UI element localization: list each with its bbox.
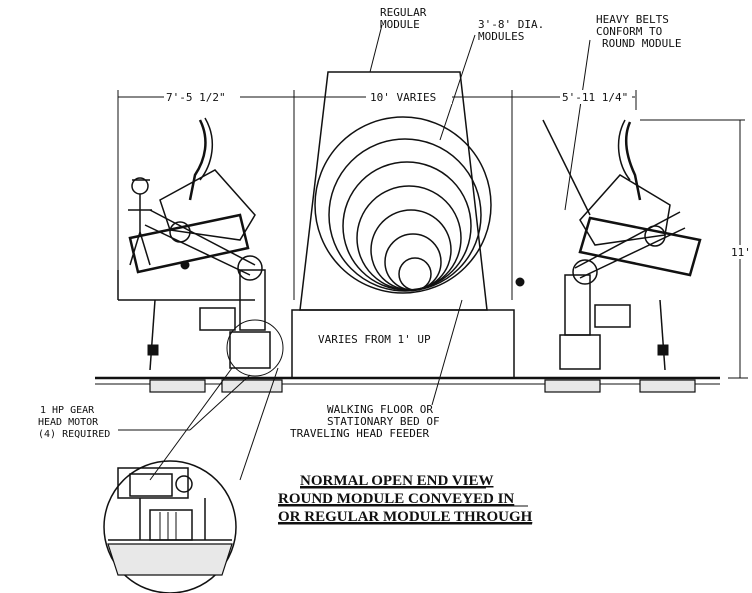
caption-line-2: ROUND MODULE CONVEYED IN [278, 491, 514, 507]
bed-box [291, 309, 515, 379]
motor-detail-callout [103, 367, 279, 593]
label-heavy-belts-3: ROUND MODULE [602, 37, 681, 50]
label-varies-from: VARIES FROM 1' UP [318, 333, 431, 346]
dimension-right: 5'-11 1/4" [562, 91, 628, 104]
label-floor-1: WALKING FLOOR OR [327, 403, 433, 416]
person-figure [128, 177, 152, 266]
ground [95, 376, 720, 393]
dimension-center: 10' VARIES [370, 91, 436, 104]
label-floor-3: TRAVELING HEAD FEEDER [290, 427, 429, 440]
right-feeder-machine [515, 119, 702, 371]
round-modules [314, 116, 492, 294]
label-motor-1: 1 HP GEAR [40, 405, 95, 416]
regular-module [299, 71, 488, 311]
caption-line-1: NORMAL OPEN END VIEW [300, 473, 494, 489]
label-floor-2: STATIONARY BED OF [327, 415, 440, 428]
left-feeder-machine [117, 117, 284, 377]
dimension-left: 7'-5 1/2" [166, 91, 226, 104]
label-dia-modules-2: MODULES [478, 30, 524, 43]
label-regular-module-1: REGULAR [380, 6, 427, 19]
leader-lines [118, 24, 591, 431]
label-regular-module-2: MODULE [380, 18, 420, 31]
label-motor-2: HEAD MOTOR [38, 417, 99, 428]
label-dia-modules-1: 3'-8' DIA. [478, 18, 544, 31]
label-heavy-belts-1: HEAVY BELTS [596, 13, 669, 26]
label-heavy-belts-2: CONFORM TO [596, 25, 662, 38]
dimension-height: 11' [731, 246, 751, 259]
label-motor-3: (4) REQUIRED [38, 429, 110, 440]
caption-line-3: OR REGULAR MODULE THROUGH [278, 509, 533, 525]
